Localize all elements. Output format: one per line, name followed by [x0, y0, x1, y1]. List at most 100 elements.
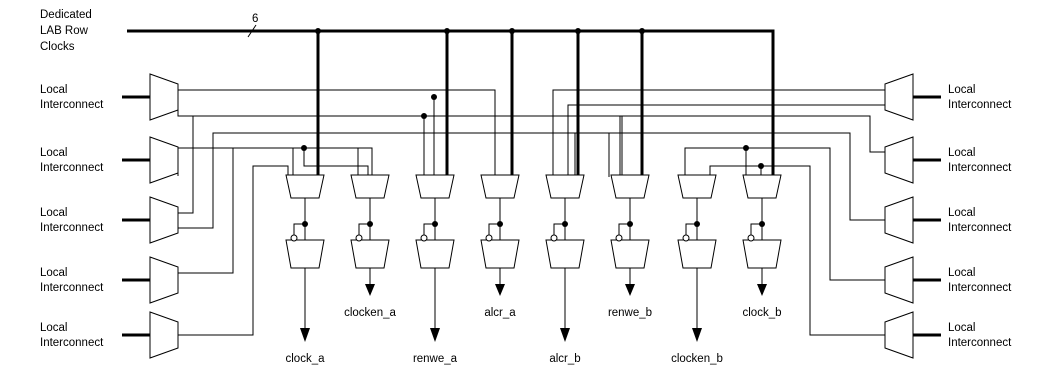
upper-mux — [742, 174, 782, 199]
junction-dot — [694, 221, 700, 227]
interconnect-route — [178, 147, 359, 274]
junction-dot — [759, 221, 765, 227]
inverter-bubble — [550, 234, 558, 242]
output-label-alcr_a: alcr_a — [484, 307, 516, 319]
interconnect-route — [178, 132, 610, 229]
local-interconnect-mux-right — [884, 136, 914, 184]
local-interconnect-label: Interconnect — [948, 222, 1012, 234]
signal-labels: LocalInterconnectLocalInterconnectLocalI… — [40, 84, 1012, 365]
lower-mux — [285, 239, 325, 269]
output-arrow — [430, 328, 440, 342]
local-interconnect-label: Interconnect — [948, 162, 1012, 174]
local-interconnect-label: Local — [40, 207, 68, 219]
output-label-clocken_b: clocken_b — [671, 353, 723, 365]
interconnect-route — [574, 132, 885, 221]
local-interconnect-label: Local — [40, 84, 68, 96]
interconnect-route — [684, 147, 885, 281]
dedicated-clock-bus — [127, 29, 775, 177]
inverter-bubble — [747, 234, 755, 242]
bus-label-line-3: Clocks — [40, 41, 75, 53]
junction-dot — [562, 221, 568, 227]
local-interconnect-label: Local — [948, 322, 976, 334]
lower-mux — [742, 239, 782, 269]
junction-dot — [367, 221, 373, 227]
inverter-bubble — [485, 234, 493, 242]
upper-mux — [285, 174, 325, 199]
output-arrow — [560, 328, 570, 342]
local-interconnect-mux-left — [149, 256, 179, 304]
output-label-renwe_a: renwe_a — [413, 353, 458, 365]
upper-mux — [677, 174, 717, 199]
output-arrow — [625, 284, 635, 296]
interconnect-route — [177, 147, 294, 175]
junction-dot — [444, 28, 450, 34]
junction-dot — [497, 221, 503, 227]
inverter-bubble — [355, 234, 363, 242]
bus-label-line-2: LAB Row — [40, 25, 89, 37]
upper-mux — [545, 174, 585, 199]
junction-dot — [758, 163, 764, 169]
bus-width-label: 6 — [252, 13, 258, 25]
lower-mux — [350, 239, 390, 269]
local-interconnect-label: Interconnect — [948, 282, 1012, 294]
interconnect-route — [178, 165, 289, 336]
output-arrow — [365, 284, 375, 296]
interconnect-route — [709, 165, 885, 336]
local-interconnect-label: Interconnect — [40, 282, 104, 294]
inverter-bubble — [615, 234, 623, 242]
local-interconnect-label: Local — [948, 207, 976, 219]
bus-label-line-1: Dedicated — [40, 9, 92, 21]
local-interconnect-label: Local — [948, 147, 976, 159]
junction-dot — [432, 221, 438, 227]
output-label-alcr_b: alcr_b — [549, 353, 580, 365]
upper-mux — [480, 174, 520, 199]
local-interconnect-label: Local — [948, 267, 976, 279]
wiring — [177, 28, 885, 342]
output-label-renwe_b: renwe_b — [608, 307, 652, 319]
lower-mux — [545, 239, 585, 269]
branch — [303, 148, 369, 177]
junction-dot — [639, 28, 645, 34]
local-interconnect-mux-right — [884, 311, 914, 359]
interconnect-route — [619, 115, 885, 177]
local-interconnect-mux-left — [149, 311, 179, 359]
upper-mux — [610, 174, 650, 199]
local-interconnect-label: Local — [40, 147, 68, 159]
inverter-bubble — [682, 234, 690, 242]
interconnect-route — [552, 89, 885, 177]
junction-dot — [315, 28, 321, 34]
local-interconnect-mux-left — [149, 73, 179, 121]
interconnect-route — [177, 107, 623, 177]
junction-dot — [509, 28, 515, 34]
local-interconnect-label: Interconnect — [948, 99, 1012, 111]
local-interconnect-mux-left — [149, 136, 179, 184]
lower-mux — [480, 239, 520, 269]
bus-label: Dedicated LAB Row Clocks — [40, 9, 92, 53]
junction-dot — [575, 28, 581, 34]
interconnect-route — [178, 116, 194, 214]
output-arrow — [495, 284, 505, 296]
output-arrow — [692, 328, 702, 342]
output-label-clock_a: clock_a — [286, 353, 326, 365]
output-label-clock_b: clock_b — [743, 307, 782, 319]
mux-units — [285, 174, 782, 269]
output-arrow — [300, 328, 310, 342]
junction-dot — [421, 113, 427, 119]
lower-mux — [677, 239, 717, 269]
output-arrow — [757, 284, 767, 296]
local-interconnect-mux-right — [884, 256, 914, 304]
interconnect-route — [567, 104, 885, 177]
inverter-bubble — [420, 234, 428, 242]
local-interconnect-label: Interconnect — [40, 162, 104, 174]
local-interconnect-mux-right — [884, 196, 914, 244]
local-interconnect-label: Interconnect — [948, 337, 1012, 349]
local-interconnect-blocks — [122, 73, 941, 359]
junction-dot — [431, 94, 437, 100]
interconnect-route — [178, 89, 496, 177]
local-interconnect-mux-right — [884, 73, 914, 121]
branch — [304, 147, 373, 177]
local-interconnect-label: Local — [948, 84, 976, 96]
junction-dot — [302, 221, 308, 227]
upper-mux — [415, 174, 455, 199]
